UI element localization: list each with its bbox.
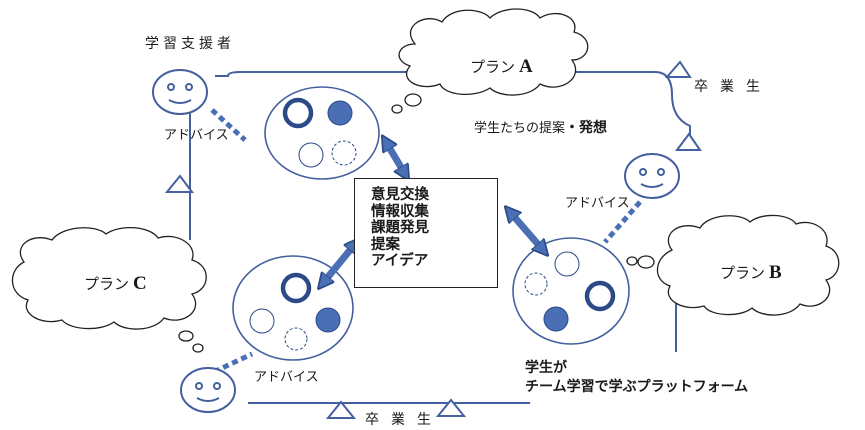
activity-item: 提案 xyxy=(371,236,400,253)
smiley-graduate-bottom xyxy=(180,367,236,413)
thought-bubble xyxy=(192,343,204,353)
team-ellipse-outline xyxy=(264,86,380,180)
cloud-plan-c xyxy=(11,227,207,353)
circle-icon xyxy=(282,97,314,129)
advice-label-bottom: アドバイス xyxy=(254,370,319,385)
proposal-dot: ・ xyxy=(565,120,580,136)
platform-caption-line1: 学生が xyxy=(525,360,567,376)
proposal-highlight: 発想 xyxy=(579,120,608,136)
plan-prefix: プラン xyxy=(470,58,516,76)
double-arrow-icon xyxy=(323,244,355,283)
plan-letter: C xyxy=(133,273,147,294)
dotted-line-top-left xyxy=(210,108,247,142)
circle-icon xyxy=(249,308,275,334)
plan-prefix: プラン xyxy=(84,275,130,293)
circle-icon xyxy=(298,142,324,168)
triangle-icon xyxy=(664,60,692,78)
advice-label-right: アドバイス xyxy=(565,196,630,211)
thought-bubble xyxy=(178,330,194,342)
platform-caption-line2: チーム学習で学ぶプラットフォーム xyxy=(525,379,749,395)
line-top-right xyxy=(520,71,691,150)
team-ellipse-top xyxy=(264,86,380,180)
plan-letter: B xyxy=(769,262,782,283)
smiley-support-person xyxy=(152,69,208,115)
advice-label-top-left: アドバイス xyxy=(164,128,229,143)
platform-caption: 学生が チーム学習で学ぶプラットフォーム xyxy=(525,359,748,397)
circle-icon xyxy=(331,140,357,166)
graduate-label-bottom: 卒業生 xyxy=(365,412,443,428)
triangle-markers xyxy=(164,60,702,419)
thought-bubble xyxy=(391,104,403,114)
circle-icon xyxy=(543,306,569,332)
activity-item: アイデア xyxy=(371,253,429,269)
thought-bubble xyxy=(626,256,638,266)
triangle-icon xyxy=(325,400,357,419)
triangle-icon xyxy=(164,174,194,193)
smiley-graduate-right xyxy=(624,153,680,199)
dotted-line-bottom-left xyxy=(203,351,254,379)
double-arrow-icon xyxy=(510,212,543,250)
thought-bubble xyxy=(637,255,655,269)
cloud-plan-b xyxy=(626,214,840,316)
circle-icon xyxy=(280,272,312,304)
circle-icon xyxy=(584,280,616,312)
dotted-line-right xyxy=(603,200,642,244)
thought-bubble xyxy=(404,93,422,107)
advice-dotted-lines xyxy=(203,108,642,379)
team-ellipse-outline xyxy=(512,237,630,345)
graduate-label-right: 卒業生 xyxy=(694,79,772,95)
circle-icon xyxy=(315,307,341,333)
double-arrow-icon xyxy=(386,142,405,174)
activity-item: 情報収集 xyxy=(371,203,429,220)
plan-letter: A xyxy=(519,56,533,77)
smiley-icon xyxy=(152,69,680,413)
cloud-icon xyxy=(656,214,840,316)
team-ellipse-right xyxy=(512,237,630,345)
double-arrows xyxy=(323,142,543,283)
support-person-label: 学習支援者 xyxy=(145,36,235,52)
triangle-icon xyxy=(675,132,702,151)
circle-icon xyxy=(524,272,548,296)
circle-icon xyxy=(554,251,580,277)
network-lines xyxy=(189,71,691,404)
line-top-left xyxy=(215,71,410,77)
triangle-icon xyxy=(435,398,467,417)
plan-prefix: プラン xyxy=(720,264,766,282)
cloud-icon xyxy=(398,8,589,96)
circle-icon xyxy=(327,100,353,126)
activity-list: 意見交換 情報収集 課題発見 提案 アイデア xyxy=(371,187,429,270)
student-proposal-label: 学生たちの提案・発想 xyxy=(474,117,607,137)
circle-icon xyxy=(284,327,308,351)
activity-item: 課題発見 xyxy=(371,220,429,236)
proposal-prefix: 学生たちの提案 xyxy=(474,121,566,136)
cloud-plan-a xyxy=(391,8,589,114)
activity-item: 意見交換 xyxy=(371,187,429,203)
center-activity-box: 意見交換 情報収集 課題発見 提案 アイデア xyxy=(354,178,498,288)
cloud-icon xyxy=(11,227,207,330)
